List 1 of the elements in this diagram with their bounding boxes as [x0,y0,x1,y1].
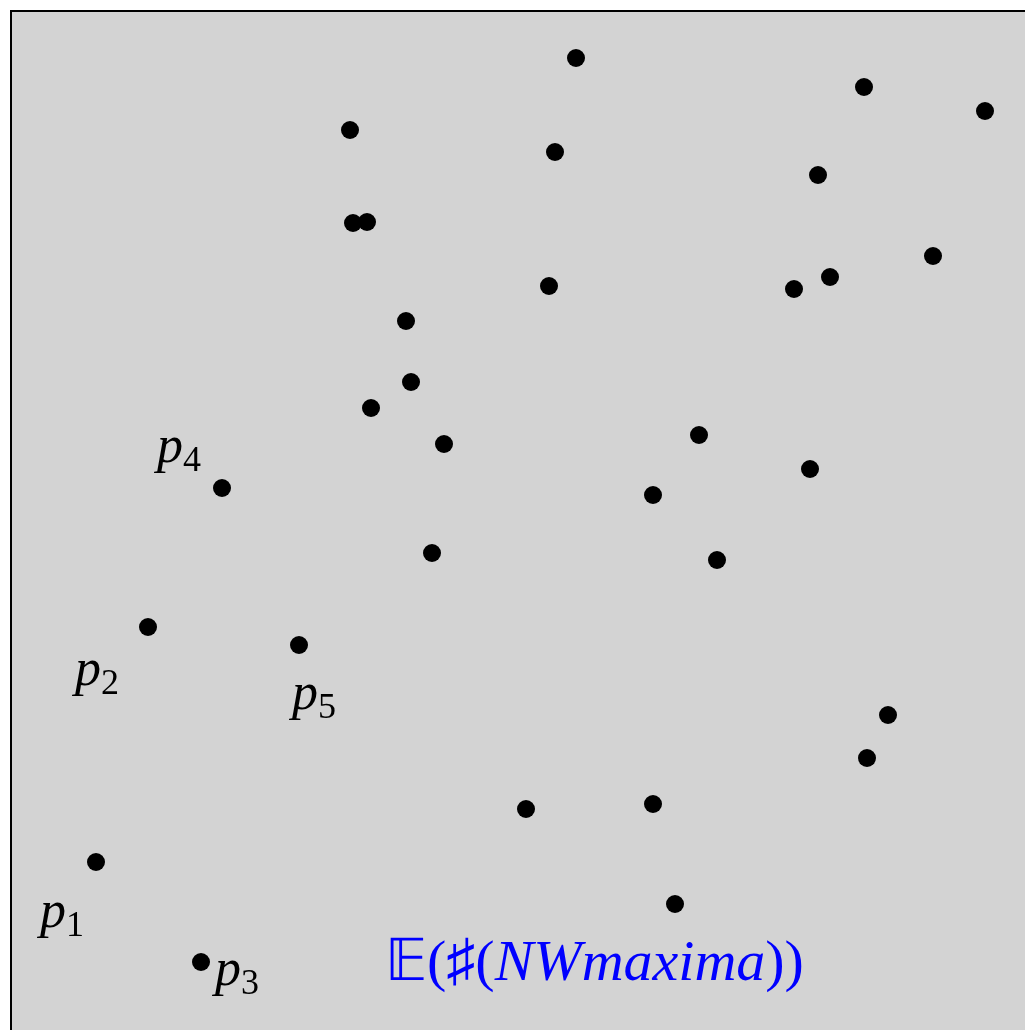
formula-label: 𝔼(♯(NWmaxima)) [385,932,804,990]
